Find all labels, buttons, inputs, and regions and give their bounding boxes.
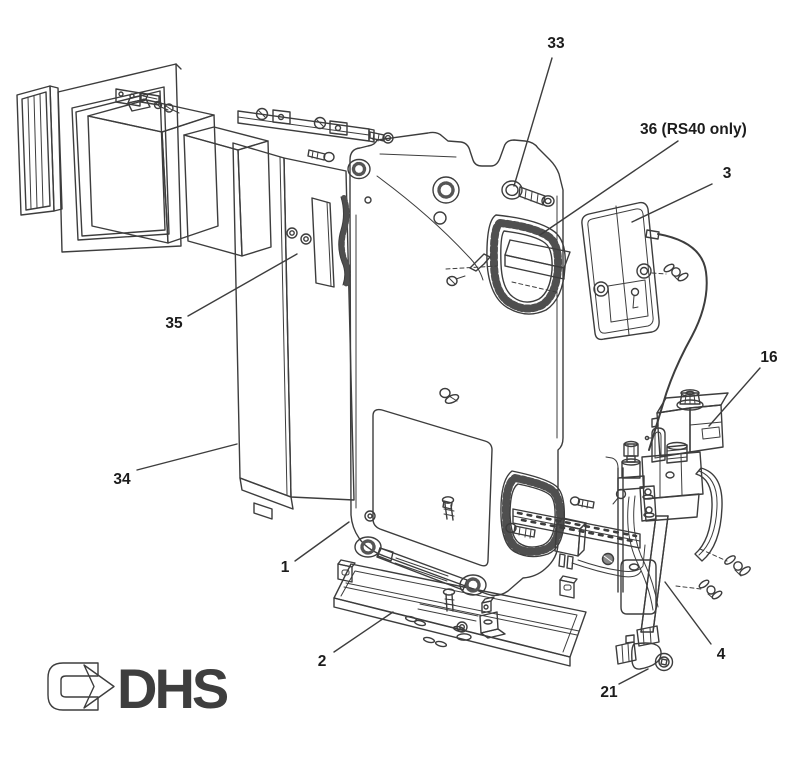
combustion-opening-rope-seal	[486, 214, 571, 315]
threaded-boss-icon	[459, 574, 487, 596]
callout-leaders	[136, 57, 761, 685]
screw-icon	[446, 275, 458, 287]
bracket-wing-nuts	[675, 548, 751, 600]
ignition-cable	[645, 229, 708, 451]
screw-icon	[255, 107, 269, 121]
callout-34: 34	[113, 471, 131, 488]
callout-4: 4	[717, 646, 726, 663]
mounting-plate	[620, 559, 657, 615]
screw-icon	[569, 496, 581, 506]
callout-3: 3	[723, 165, 732, 182]
leader-1	[294, 521, 350, 562]
callout-35: 35	[165, 315, 183, 332]
leader-36	[539, 140, 679, 236]
screw-icon	[645, 506, 653, 514]
callout-21: 21	[600, 684, 618, 701]
screw-boss-icon	[636, 263, 652, 279]
screw-icon	[644, 488, 652, 496]
wing-nut-icon	[651, 263, 689, 282]
wall-plate	[57, 63, 182, 253]
callout-labels: 33 36 (RS40 only) 3 16 35 34 1 2 4 21	[113, 35, 778, 701]
leader-3	[631, 183, 713, 223]
flue-duct-front-section	[87, 93, 219, 244]
wing-nut-icon	[724, 555, 751, 577]
screw-icon	[164, 103, 174, 113]
base-tray	[333, 559, 587, 667]
callout-36: 36 (RS40 only)	[640, 121, 747, 138]
bolt-icon	[505, 522, 517, 534]
burner-manifold	[505, 496, 646, 578]
dhs-logo-text: DHS	[117, 657, 228, 720]
side-panel-34	[232, 142, 355, 520]
dhs-logo-arrow-icon	[83, 664, 115, 709]
flue-terminal-grille	[16, 85, 63, 216]
union-collar	[636, 625, 660, 647]
wing-nut-icon	[698, 579, 723, 600]
cock-spindle-icon	[654, 652, 674, 672]
gas-cock	[615, 634, 674, 672]
keyhole-icon	[630, 287, 640, 297]
nut-33-icon	[501, 180, 523, 200]
screw-boss-icon	[593, 281, 609, 297]
leader-33	[513, 57, 553, 187]
leader-4	[664, 581, 712, 645]
leader-16	[708, 367, 761, 427]
sight-glass-clamp	[439, 253, 498, 404]
bolt-icon	[441, 496, 455, 504]
inspection-cover-plate	[581, 201, 689, 341]
callout-2: 2	[318, 653, 327, 670]
screw-icon	[313, 116, 327, 130]
heat-exchanger-body	[347, 131, 564, 597]
nut-icon	[286, 227, 298, 239]
union-nut-icon	[615, 641, 637, 665]
leader-21	[618, 668, 649, 685]
burner-opening-rope-seal	[500, 470, 566, 558]
threaded-boss-icon	[432, 176, 460, 204]
leader-2	[333, 611, 394, 653]
nut-icon	[300, 233, 312, 245]
callout-16: 16	[760, 349, 778, 366]
bolt-icon	[323, 151, 335, 163]
bolt-icon	[382, 132, 394, 144]
callout-1: 1	[281, 559, 290, 576]
gas-valve-assembly	[612, 389, 729, 562]
leader-35	[187, 253, 298, 317]
threaded-boss-icon	[354, 536, 382, 558]
callout-33: 33	[547, 35, 565, 52]
screw-icon	[439, 387, 451, 399]
leader-34	[136, 443, 238, 471]
dhs-logo: DHS	[47, 657, 231, 720]
screw-icon	[153, 100, 163, 110]
heat-exchanger-bottom-flange	[354, 496, 487, 596]
top-fixing-rail	[237, 107, 394, 163]
sight-glass-strip-35	[286, 195, 351, 288]
gas-supply-pipe	[627, 495, 669, 647]
bolt-icon	[442, 588, 456, 596]
dhs-logo-mark-icon	[47, 662, 99, 711]
flue-duct-rear-section	[183, 126, 272, 257]
